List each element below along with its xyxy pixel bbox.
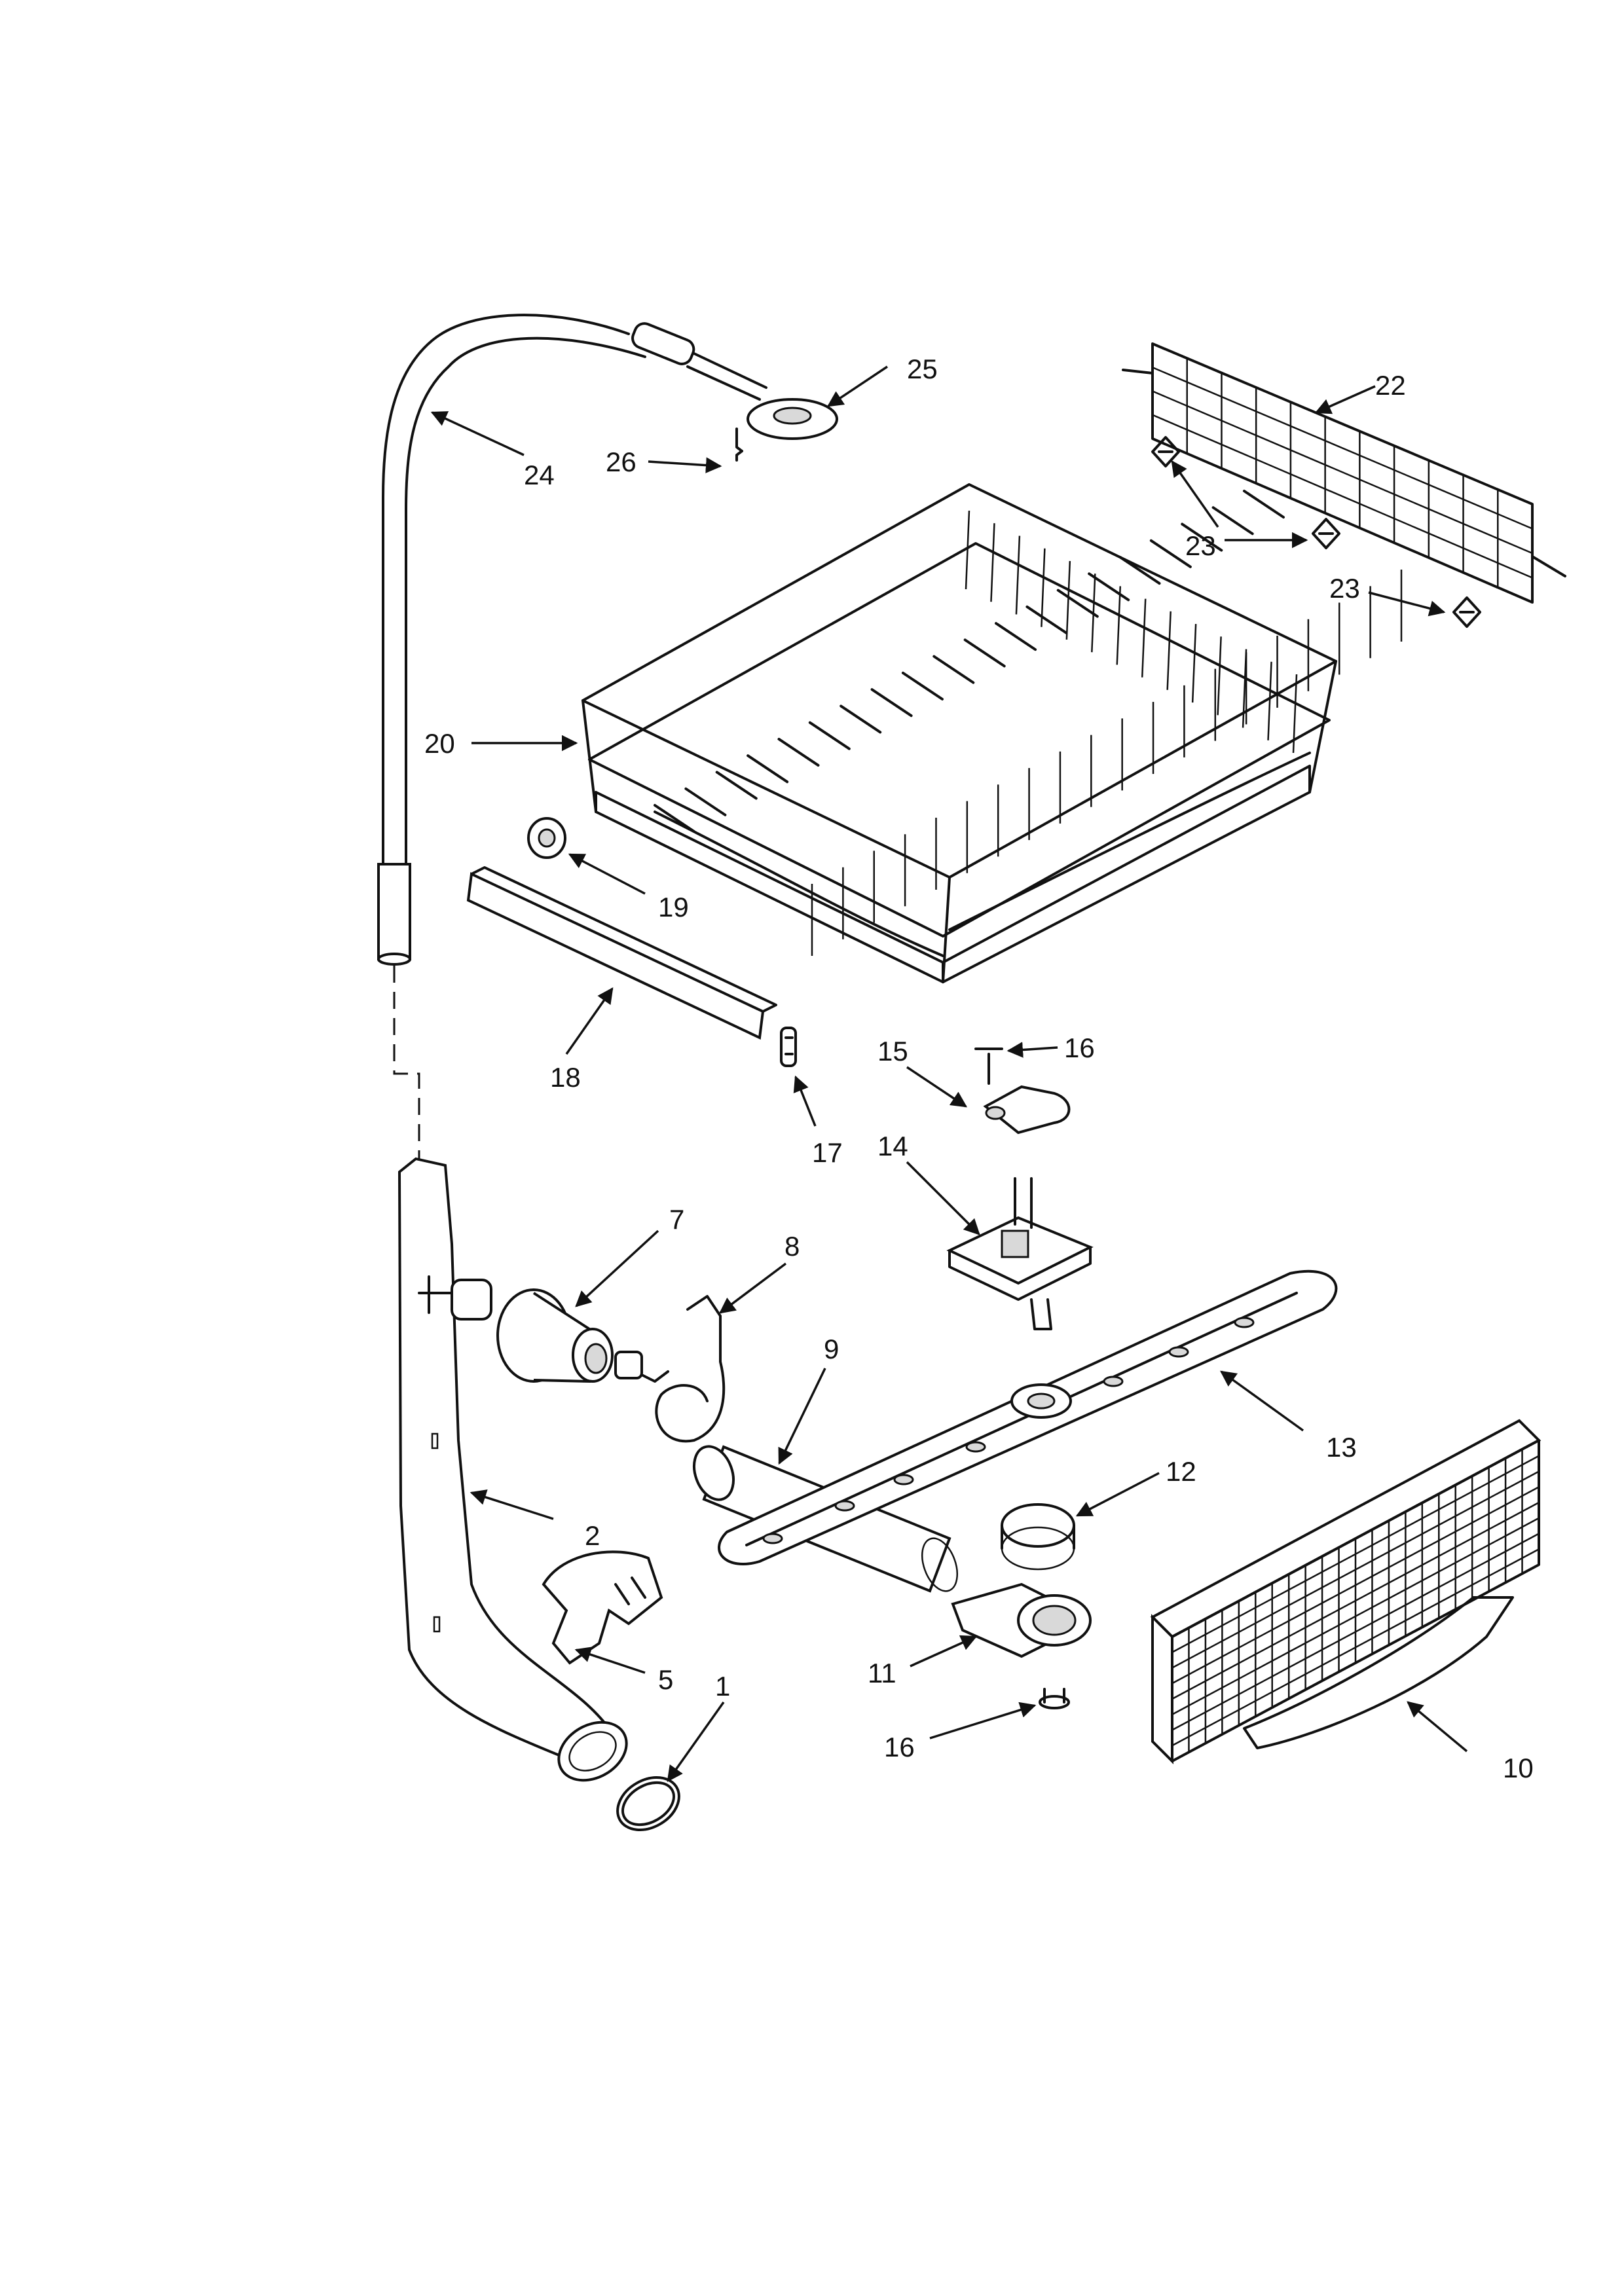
leader-22 — [1314, 385, 1376, 414]
bracket-part — [946, 1177, 1094, 1330]
callout-20: 20 — [424, 728, 455, 759]
bearing-part — [974, 1048, 1071, 1135]
callout-9: 9 — [824, 1334, 839, 1364]
spring-clip-part — [614, 1295, 726, 1443]
upper-rack-part — [581, 483, 1403, 983]
callout-15: 15 — [877, 1036, 908, 1066]
callout-16b: 16 — [884, 1732, 915, 1762]
callout-18: 18 — [550, 1062, 581, 1093]
leader-1 — [667, 1701, 725, 1782]
callout-10: 10 — [1503, 1753, 1534, 1783]
leader-9 — [778, 1368, 826, 1465]
spray-arm-part — [718, 1269, 1338, 1565]
callout-22: 22 — [1375, 370, 1406, 401]
leader-lines — [430, 365, 1468, 1782]
leader-5 — [574, 1647, 646, 1674]
leader-16a — [1006, 1042, 1058, 1058]
leader-15 — [906, 1066, 968, 1108]
conduit-part — [397, 1157, 628, 1782]
retainer-part — [542, 1550, 663, 1665]
o-ring-part — [616, 1776, 680, 1831]
leader-26 — [648, 457, 722, 473]
callout-8: 8 — [784, 1231, 800, 1262]
rail-stop-part — [780, 1027, 797, 1067]
leader-18 — [565, 987, 614, 1055]
callout-26: 26 — [606, 446, 637, 477]
leader-17 — [793, 1075, 817, 1127]
callout-12: 12 — [1166, 1456, 1196, 1487]
hub-part — [951, 1582, 1092, 1658]
shield-grid-part — [1122, 342, 1566, 604]
leader-19 — [568, 853, 646, 895]
leader-8 — [719, 1262, 787, 1314]
leader-25 — [826, 365, 888, 407]
callout-7: 7 — [669, 1204, 684, 1235]
callout-25: 25 — [907, 354, 938, 384]
callout-13: 13 — [1326, 1432, 1357, 1463]
leader-2 — [470, 1489, 554, 1520]
leader-23a — [1171, 460, 1219, 528]
leader-23c — [1368, 591, 1446, 617]
callout-19: 19 — [658, 892, 689, 922]
seal-ring-part — [1001, 1503, 1075, 1571]
clip-part — [1151, 436, 1481, 628]
callout-23b: 23 — [1329, 573, 1360, 604]
rack-rail-part — [466, 866, 777, 1040]
spray-nozzle-part — [631, 322, 838, 462]
rack-roller-part — [527, 817, 566, 859]
leader-16b — [929, 1702, 1037, 1740]
callout-11: 11 — [868, 1658, 896, 1688]
leader-10 — [1407, 1701, 1468, 1753]
callout-24: 24 — [524, 460, 555, 490]
callout-14: 14 — [877, 1131, 908, 1161]
leader-12 — [1075, 1472, 1160, 1517]
callout-5: 5 — [658, 1664, 673, 1695]
callout-labels: 24 25 26 22 23 23 20 19 18 17 16 15 14 7… — [424, 354, 1534, 1783]
callout-2: 2 — [585, 1520, 600, 1551]
filter-basket-part — [1150, 1419, 1541, 1764]
leader-7 — [575, 1230, 659, 1307]
callout-1: 1 — [715, 1671, 730, 1702]
diverter-seal-part — [496, 1288, 614, 1383]
leader-11 — [910, 1635, 978, 1667]
callout-16a: 16 — [1064, 1032, 1095, 1063]
leader-14 — [906, 1161, 980, 1235]
supply-tube-part — [377, 314, 646, 1159]
screw-part — [1039, 1688, 1070, 1709]
leader-24 — [430, 411, 525, 456]
callout-17: 17 — [812, 1137, 843, 1168]
callout-23a: 23 — [1185, 530, 1216, 561]
leader-13 — [1220, 1370, 1304, 1432]
